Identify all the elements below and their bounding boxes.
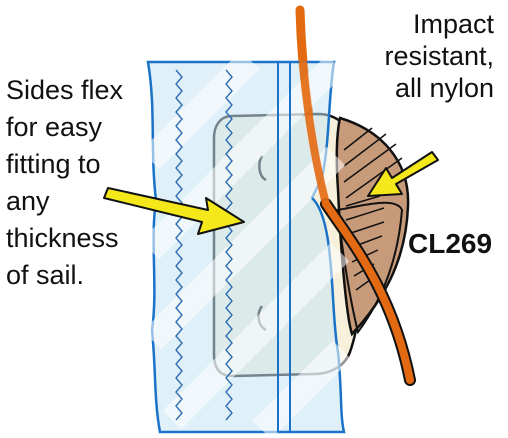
callout-right-line: all nylon bbox=[394, 73, 494, 103]
stitch-line-2 bbox=[225, 69, 233, 421]
callout-right-line: Impact bbox=[412, 9, 494, 39]
arrow-right bbox=[367, 151, 439, 197]
callout-left: Sides flex for easy fitting to any thick… bbox=[6, 72, 156, 294]
callout-left-line: Sides flex bbox=[6, 75, 124, 105]
stitch-line-1 bbox=[175, 69, 183, 421]
callout-left-line: of sail. bbox=[6, 260, 85, 290]
callout-right-line: resistant, bbox=[384, 41, 494, 71]
sail-panel bbox=[140, 50, 352, 438]
rope-upper-outline bbox=[296, 6, 330, 208]
callout-left-line: thickness bbox=[6, 223, 119, 253]
arrow-left bbox=[103, 187, 245, 235]
nylon-pad-hatch bbox=[343, 127, 403, 199]
part-number-label: CL269 bbox=[408, 228, 493, 259]
callout-left-line: for easy bbox=[6, 112, 103, 142]
callout-left-line: any bbox=[6, 186, 50, 216]
callout-right: Impact resistant, all nylon bbox=[384, 8, 494, 104]
callout-left-line: fitting to bbox=[6, 149, 101, 179]
